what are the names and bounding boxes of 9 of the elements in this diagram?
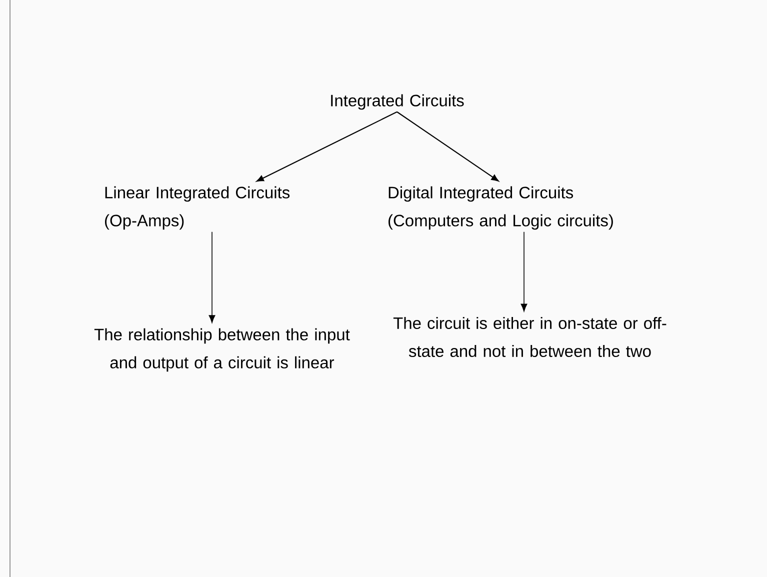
category-label: Digital Integrated Circuits (Computers and Logic circuits) [388,186,613,230]
arrow [396,111,499,182]
description-text: The relationship between the input and output of a circuit is linear [94,328,350,372]
arrow [208,231,216,323]
heading: Integrated Circuits [331,94,464,110]
arrow [520,231,528,312]
arrow [256,111,398,182]
description-text: The circuit is either in on-state or off-state and not in between the two [393,316,666,358]
category-label: Linear Integrated Circuits (Op-Amps) [105,186,290,230]
